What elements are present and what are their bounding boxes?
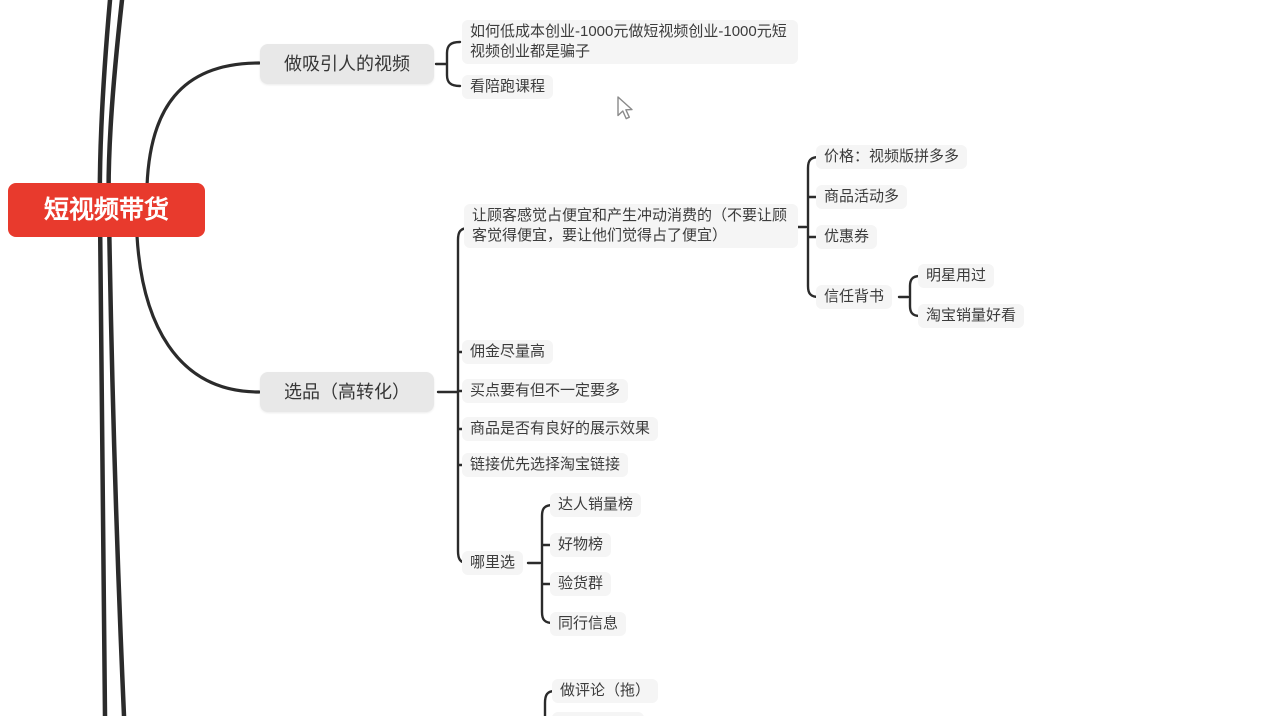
node-bargain-feeling[interactable]: 让顾客感觉占便宜和产生冲动消费的（不要让顾客觉得便宜，要让他们觉得占了便宜） — [464, 204, 798, 248]
connector-root-selection — [135, 234, 261, 394]
main-trunk-line-2 — [106, 0, 127, 716]
node-influencer-ranking[interactable]: 达人销量榜 — [550, 493, 642, 517]
connector-root-video — [145, 61, 261, 188]
connector-bargain-children — [790, 155, 821, 299]
node-many-promotions[interactable]: 商品活动多 — [816, 185, 908, 209]
node-taobao-link[interactable]: 链接优先选择淘宝链接 — [462, 453, 629, 477]
node-root[interactable]: 短视频带货 — [8, 183, 206, 237]
main-trunk-line-1 — [97, 0, 113, 716]
node-high-commission[interactable]: 佣金尽量高 — [462, 340, 554, 364]
node-taobao-sales[interactable]: 淘宝销量好看 — [918, 304, 1025, 328]
connector-video-children — [434, 40, 462, 88]
node-where-to-pick[interactable]: 哪里选 — [462, 551, 524, 575]
node-inspection-group[interactable]: 验货群 — [550, 572, 612, 596]
node-clipped-bottom[interactable] — [552, 712, 644, 716]
node-attract-video[interactable]: 做吸引人的视频 — [260, 44, 434, 84]
node-selling-points[interactable]: 买点要有但不一定要多 — [462, 379, 629, 403]
node-display-effect[interactable]: 商品是否有良好的展示效果 — [462, 417, 659, 441]
node-good-goods-list[interactable]: 好物榜 — [550, 533, 612, 557]
node-trust-endorsement[interactable]: 信任背书 — [816, 285, 893, 309]
node-make-comments[interactable]: 做评论（拖） — [552, 679, 659, 703]
node-celebrity-used[interactable]: 明星用过 — [918, 264, 995, 288]
connector-trust-children — [897, 274, 922, 318]
node-low-cost-scam[interactable]: 如何低成本创业-1000元做短视频创业-1000元短视频创业都是骗子 — [462, 20, 798, 64]
node-coupons[interactable]: 优惠券 — [816, 225, 878, 249]
node-product-selection[interactable]: 选品（高转化） — [260, 372, 434, 412]
connector-where-children — [526, 503, 555, 625]
mouse-cursor — [617, 96, 633, 120]
node-peer-info[interactable]: 同行信息 — [550, 612, 627, 636]
node-price-pinduoduo[interactable]: 价格：视频版拼多多 — [816, 145, 968, 169]
node-watch-course[interactable]: 看陪跑课程 — [462, 75, 554, 99]
